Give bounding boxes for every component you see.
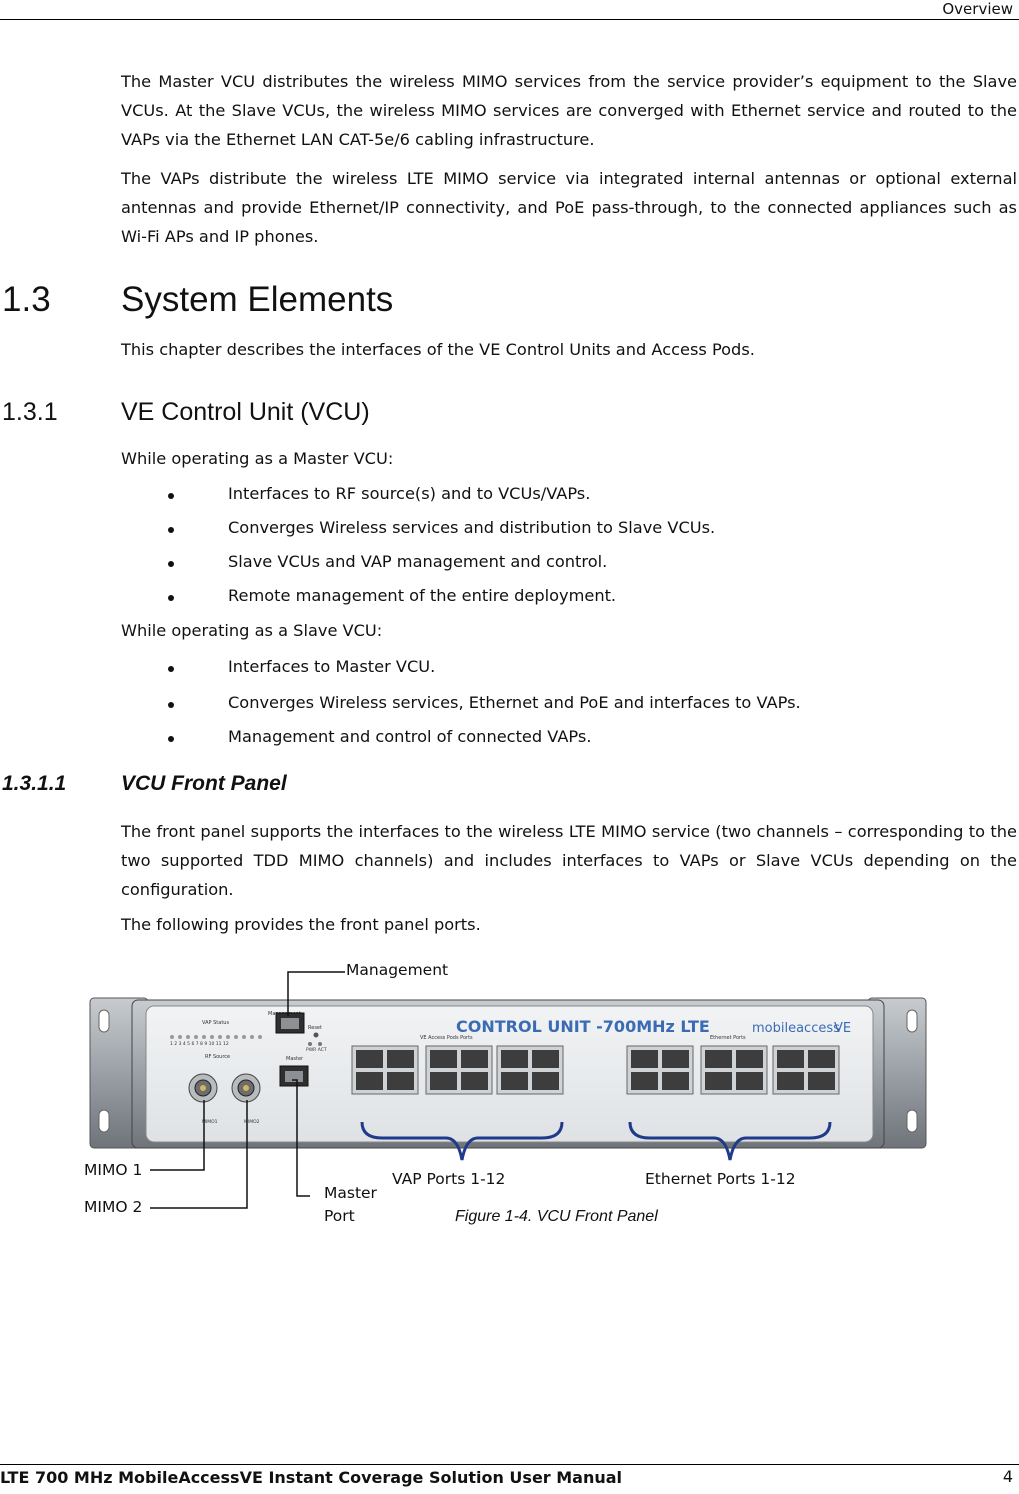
running-header: Overview [942, 0, 1013, 18]
footer-rule [0, 1464, 1019, 1465]
eth-group-label: Ethernet Ports [710, 1035, 746, 1041]
status-leds [170, 1032, 322, 1046]
reset-label: Reset [308, 1025, 322, 1031]
paragraph-front-panel: The front panel supports the interfaces … [121, 822, 1017, 899]
mimo1-label: MIMO 1 [84, 1161, 143, 1179]
paragraph-vaps: The VAPs distribute the wireless LTE MIM… [121, 169, 1017, 246]
page-number: 4 [1002, 1467, 1013, 1486]
figure-intro: The following provides the front panel p… [121, 915, 481, 934]
slave-intro: While operating as a Slave VCU: [121, 621, 383, 640]
heading-number: 1.3.1 [2, 398, 58, 426]
vap-status-label: VAP Status [202, 1020, 229, 1026]
mimo2-panel-label: MIMO2 [244, 1119, 260, 1125]
vap-ports [351, 1045, 564, 1095]
bullet-dot [168, 666, 174, 672]
panel-title: CONTROL UNIT -700MHz LTE [456, 1017, 710, 1036]
heading-number: 1.3 [2, 280, 51, 319]
ethernet-brace [628, 1121, 832, 1161]
bullet-dot [168, 595, 174, 601]
paragraph-master-vcu: The Master VCU distributes the wireless … [121, 72, 1017, 149]
vap-ports-label: VAP Ports 1-12 [392, 1170, 506, 1188]
master-port-label-line2: Port [324, 1207, 355, 1225]
master-panel-label: Master [286, 1056, 304, 1062]
mimo2-connector [231, 1073, 261, 1103]
vap-group-label: VE Access Pods Ports [420, 1035, 473, 1041]
rf-source-label: RF Source [205, 1054, 230, 1060]
footer-title: LTE 700 MHz MobileAccessVE Instant Cover… [0, 1468, 623, 1487]
heading-title: System Elements [121, 280, 394, 319]
pwr-act-label: PWR ACT [306, 1047, 327, 1053]
bullet-dot [168, 736, 174, 742]
header-rule [0, 19, 1019, 20]
master-intro: While operating as a Master VCU: [121, 449, 394, 468]
bullet-dot [168, 561, 174, 567]
bullet-dot [168, 527, 174, 533]
mimo1-connector [188, 1073, 218, 1103]
figure-caption: Figure 1-4. VCU Front Panel [455, 1208, 658, 1225]
section-intro: This chapter describes the interfaces of… [121, 340, 755, 359]
bullet-dot [168, 702, 174, 708]
heading-title: VE Control Unit (VCU) [121, 398, 370, 426]
master-port-label-line1: Master [324, 1184, 377, 1202]
vap-brace [360, 1121, 564, 1161]
callout-lines [150, 971, 345, 1209]
brand-logo-suffix: VE [834, 1021, 851, 1036]
mimo1-panel-label: MIMO1 [202, 1119, 218, 1125]
management-label: Management [346, 961, 449, 979]
vcu-front-panel-figure: CONTROL UNIT -700MHz LTE mobileaccess VE… [89, 971, 927, 1209]
ethernet-ports-label: Ethernet Ports 1-12 [645, 1170, 796, 1188]
heading-number: 1.3.1.1 [2, 772, 67, 795]
ethernet-ports [626, 1045, 840, 1095]
bullet-dot [168, 493, 174, 499]
heading-title: VCU Front Panel [121, 772, 287, 795]
mimo2-label: MIMO 2 [84, 1198, 143, 1216]
status-numbers: 1 2 3 4 5 6 7 8 9 10 11 12 [170, 1041, 229, 1047]
brand-logo: mobileaccess [752, 1021, 840, 1036]
